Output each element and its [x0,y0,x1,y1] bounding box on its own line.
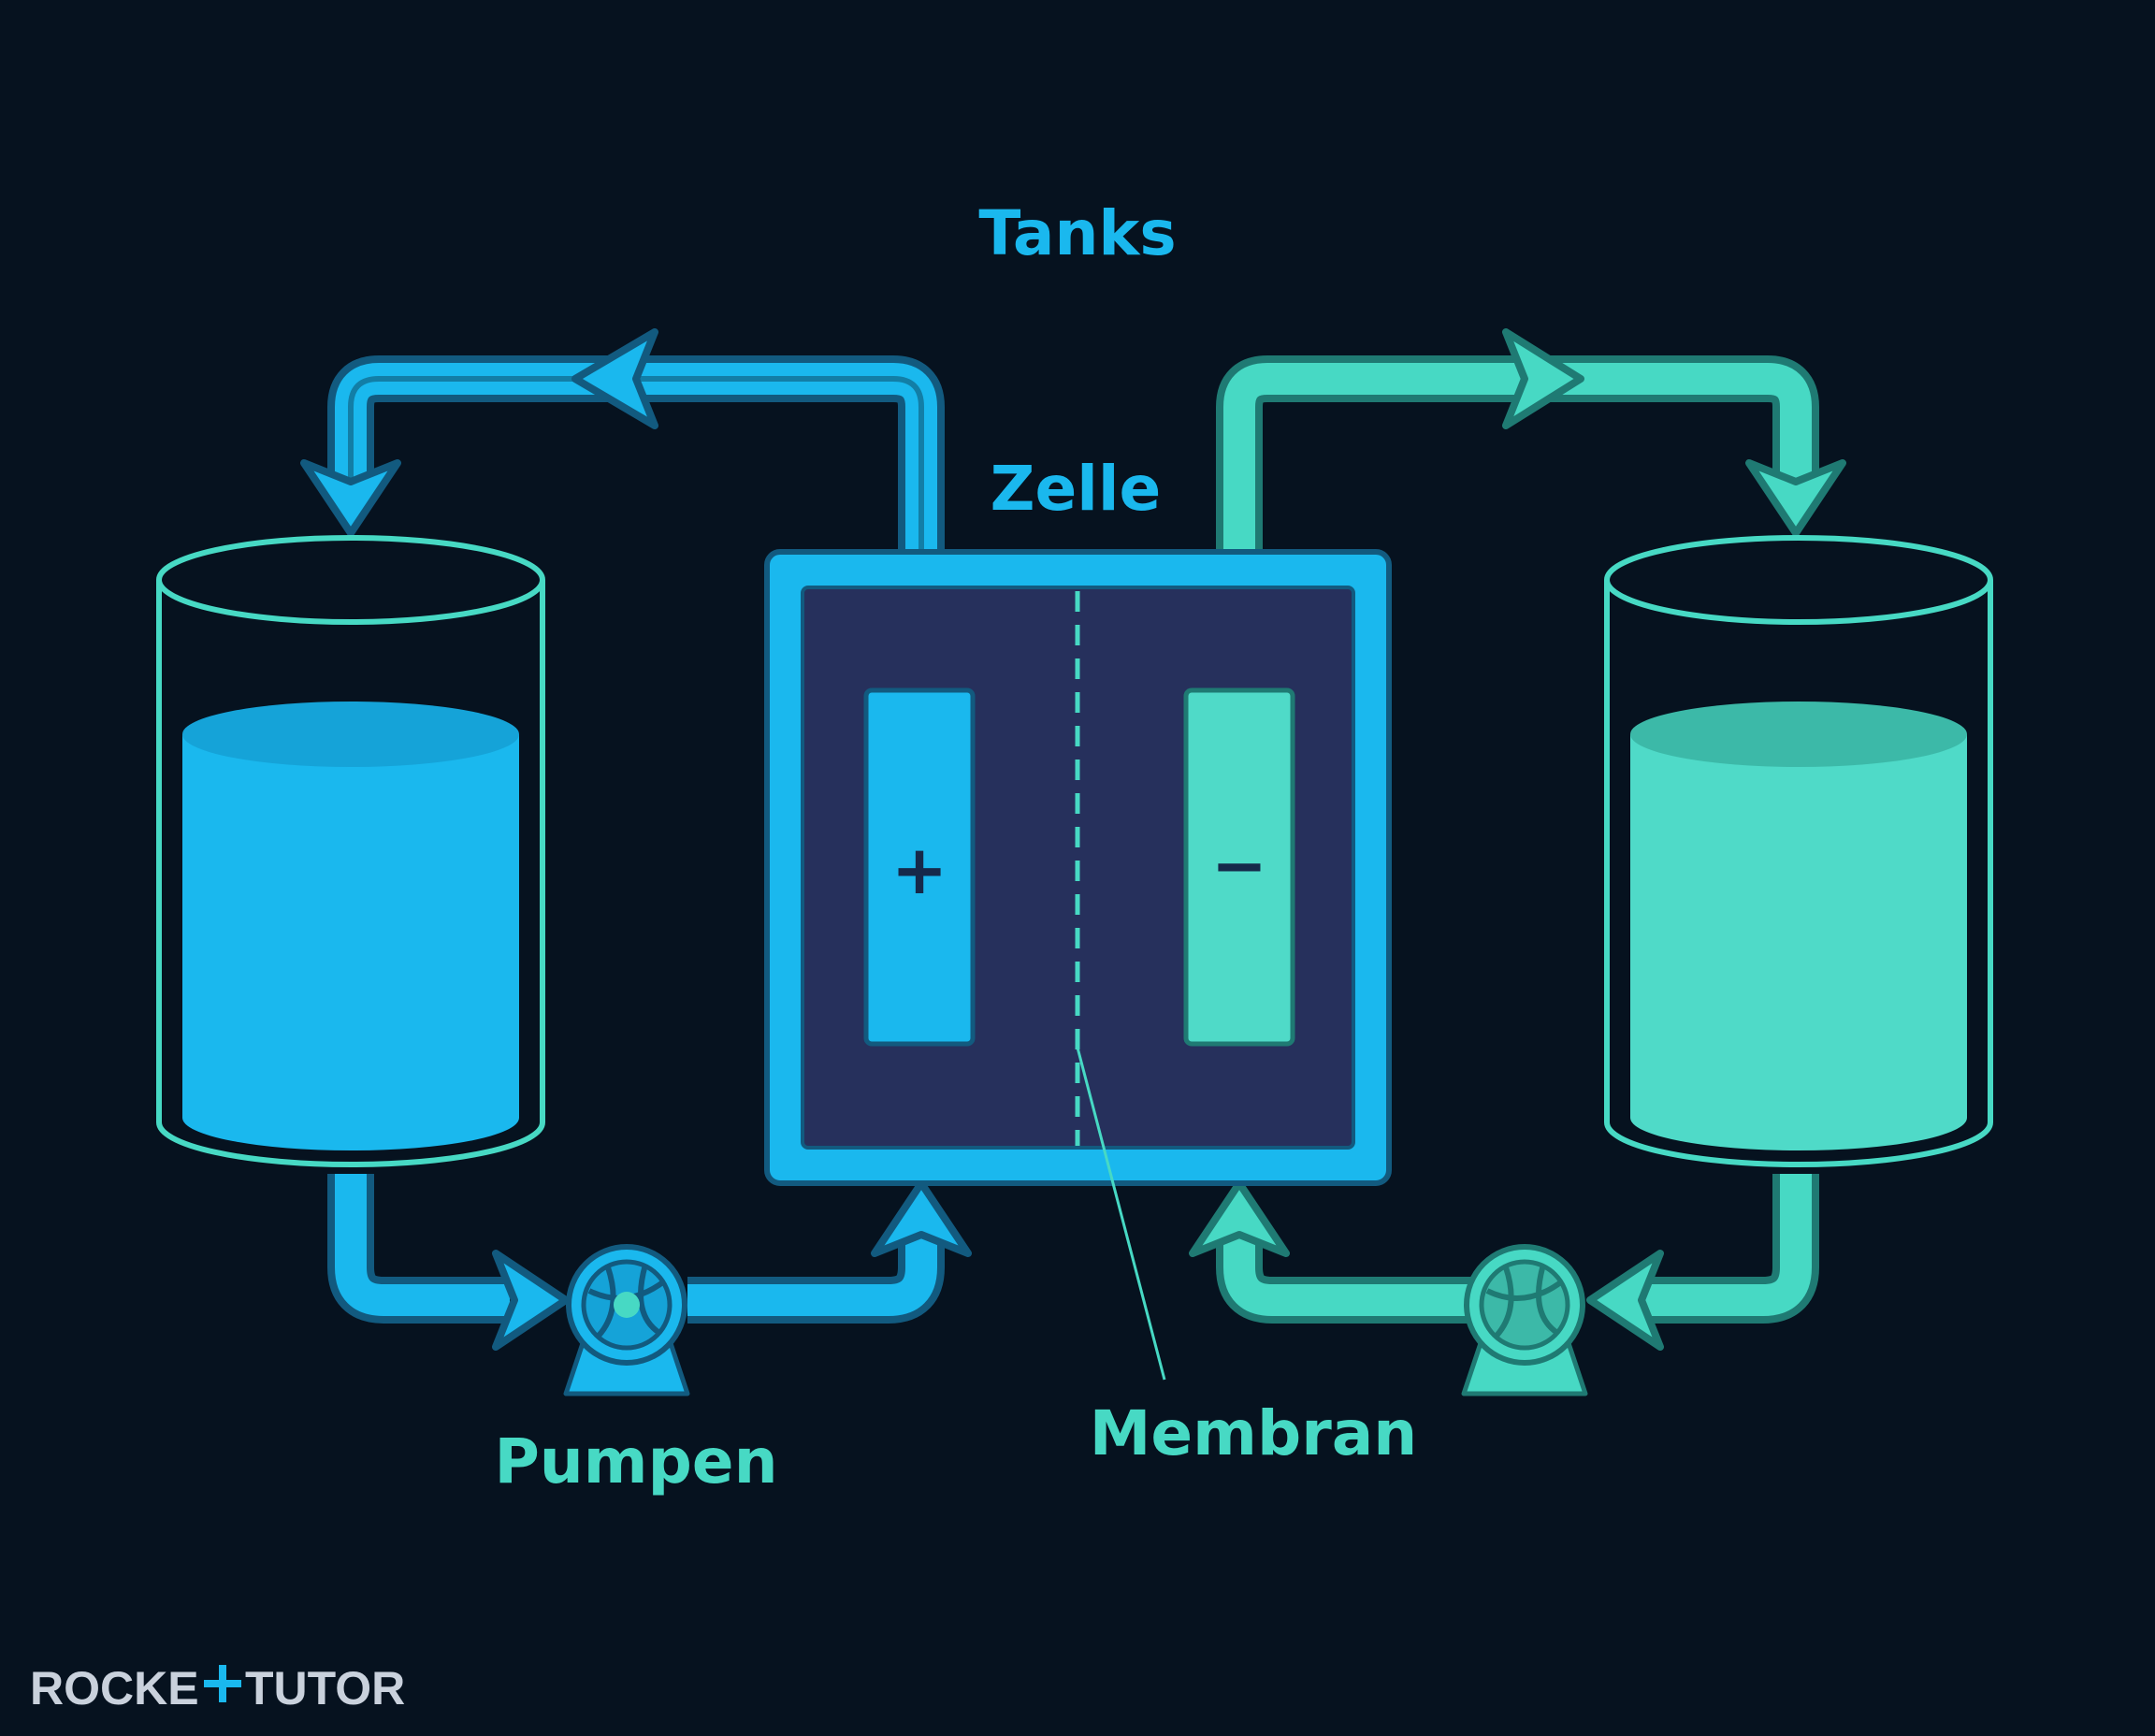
logo: ROCKE TUTOR [30,1662,405,1714]
logo-text-right: TUTOR [245,1662,405,1714]
arrow-icon [1745,459,1846,537]
right-tank [1604,535,1993,1167]
positive-sign: + [891,831,947,909]
membrane-leader [1076,1047,1166,1381]
arrow-icon [1586,1250,1664,1351]
pumps-label: Pumpen [494,1425,777,1497]
negative-sign: − [1211,826,1267,904]
plus-icon [204,1665,241,1702]
arrow-icon [300,459,401,537]
left-electrolyte [182,702,519,1150]
left-tank [156,535,545,1167]
arrow-icon [1189,1179,1290,1257]
membrane-label: Membran [1090,1397,1418,1469]
arrow-icon [571,328,658,429]
positive-electrode: + [863,687,976,1047]
negative-electrode: − [1183,687,1295,1047]
left-pipe-bottom [327,1174,945,1324]
arrow-icon [871,1179,972,1257]
arrow-icon [492,1250,570,1351]
right-pipe-bottom [1216,1174,1819,1324]
logo-text-left: ROCKE [30,1662,199,1714]
right-electrolyte [1630,702,1967,1150]
right-pipe-top [1216,355,1819,690]
arrow-icon [1502,328,1584,429]
cell-label: Zelle [991,453,1162,525]
pump-icon [563,1244,690,1396]
tanks-label: Tanks [978,197,1176,269]
pump-icon [1461,1244,1588,1396]
cell: + − [764,549,1392,1186]
